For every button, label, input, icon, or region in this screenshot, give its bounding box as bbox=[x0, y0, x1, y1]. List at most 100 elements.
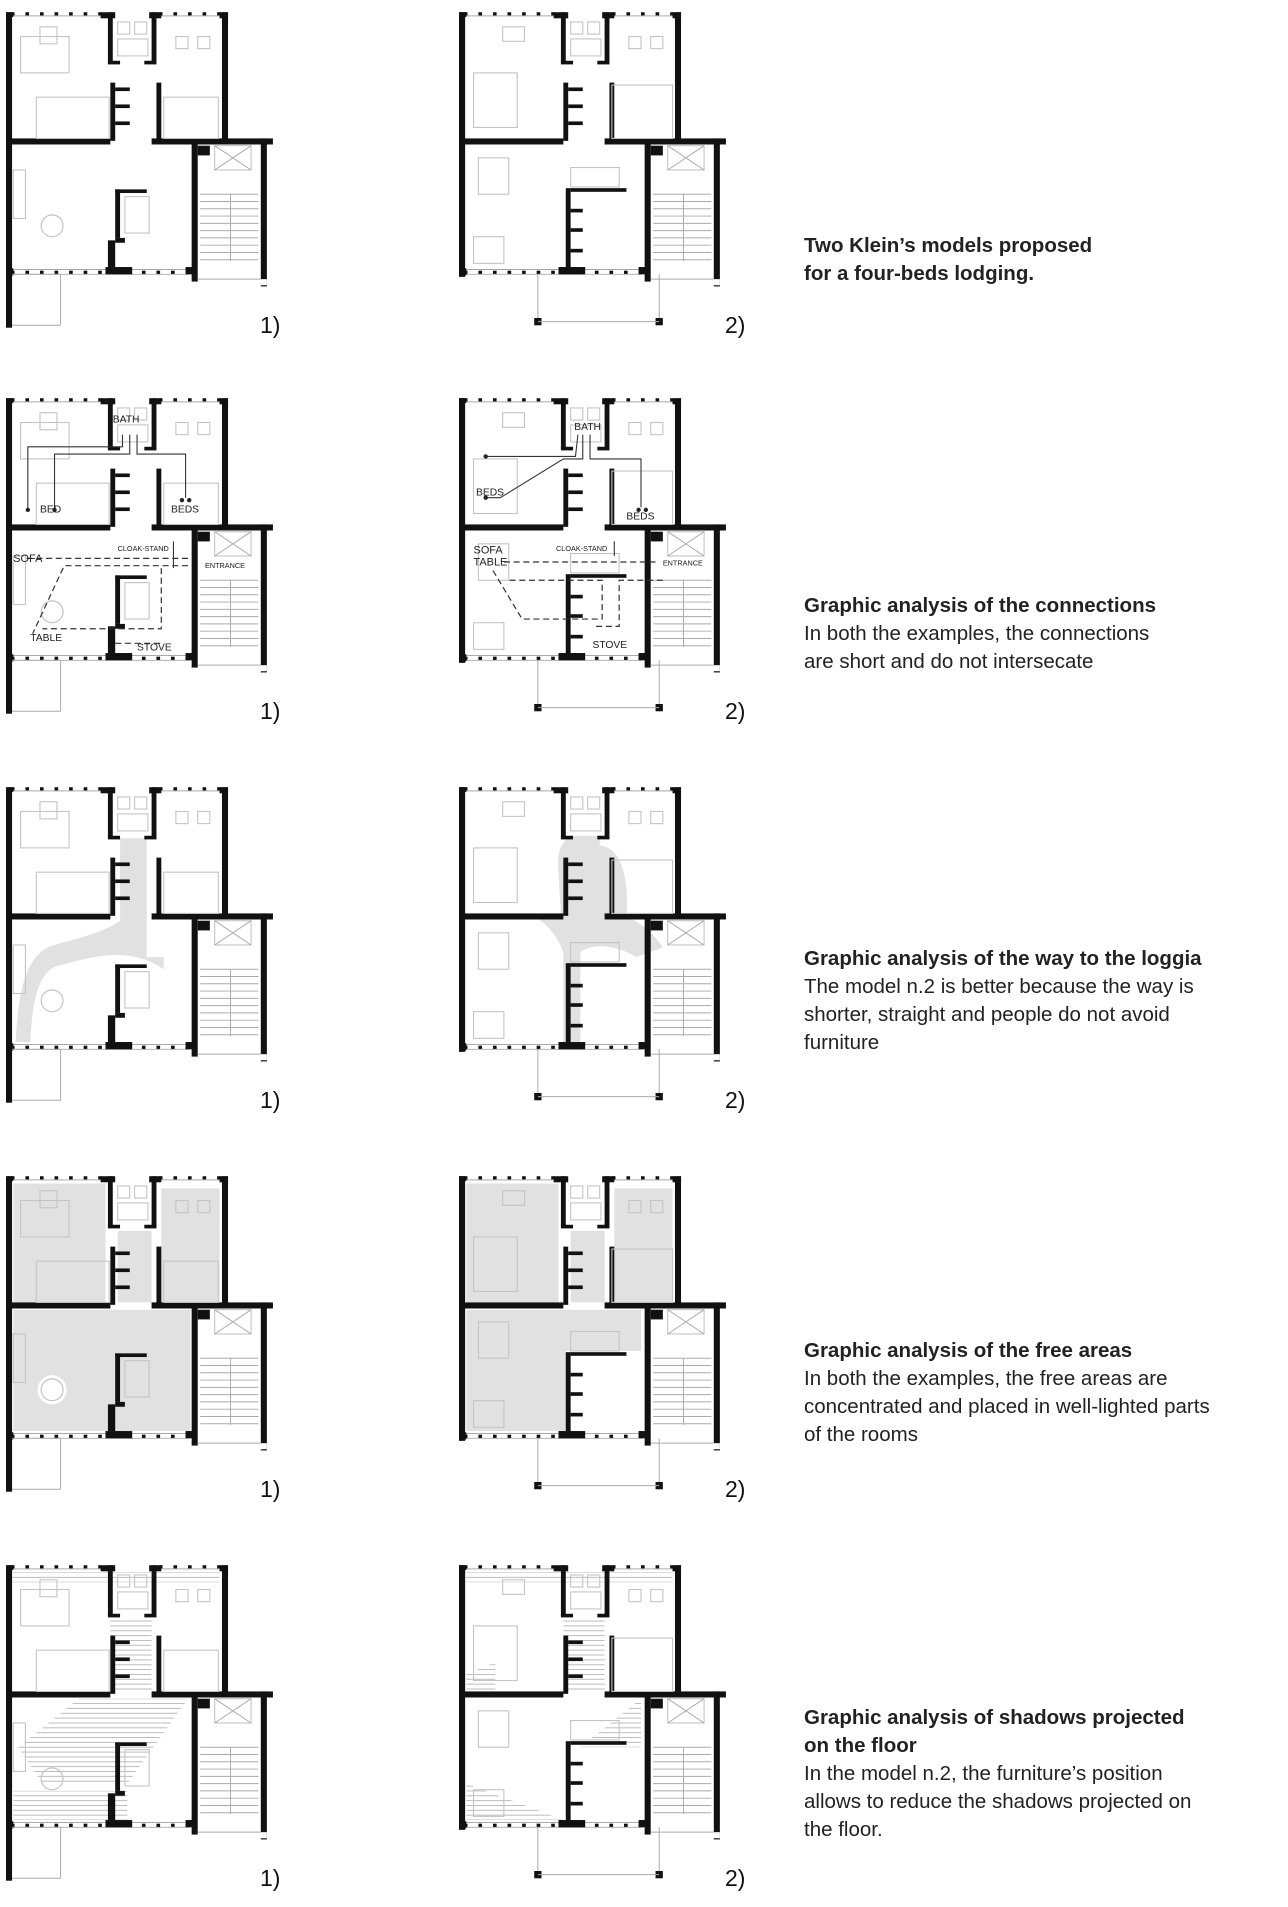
room-label: ENTRANCE bbox=[663, 559, 703, 568]
caption-title: Graphic analysis of the free areas bbox=[804, 1339, 1133, 1362]
caption-title: Graphic analysis of the way to the loggi… bbox=[804, 947, 1202, 970]
floor-plan-svg bbox=[6, 1563, 273, 1881]
furniture bbox=[587, 1574, 601, 1588]
furniture bbox=[20, 35, 70, 74]
window-mullion bbox=[156, 656, 161, 661]
wall bbox=[597, 60, 610, 65]
wall bbox=[191, 138, 198, 282]
furniture bbox=[117, 424, 149, 443]
wall bbox=[644, 1302, 651, 1446]
window-mullion bbox=[69, 1045, 73, 1050]
furniture bbox=[20, 810, 70, 849]
wall bbox=[604, 1176, 610, 1228]
wall bbox=[107, 398, 113, 450]
plan-number-1: 1) bbox=[260, 312, 281, 338]
connection-path bbox=[492, 570, 603, 620]
furniture bbox=[473, 847, 518, 904]
room-label: BEDS bbox=[626, 512, 654, 523]
window-mullion bbox=[54, 787, 59, 791]
furniture bbox=[117, 813, 149, 832]
plan-number-2: 2) bbox=[725, 1476, 746, 1502]
furniture bbox=[197, 35, 211, 50]
wall bbox=[568, 1285, 583, 1290]
wall bbox=[713, 1302, 720, 1451]
window-mullion bbox=[217, 1565, 221, 1569]
window-mullion bbox=[641, 787, 645, 791]
window-mullion bbox=[522, 656, 526, 661]
wall bbox=[151, 524, 273, 531]
wall bbox=[110, 1246, 116, 1305]
window-mullion bbox=[188, 398, 192, 402]
wall bbox=[221, 787, 229, 919]
wall bbox=[604, 913, 726, 920]
wall bbox=[151, 1302, 273, 1309]
room-label: STOVE bbox=[137, 643, 172, 654]
wall bbox=[197, 920, 210, 931]
window-mullion bbox=[507, 1176, 512, 1180]
furniture bbox=[667, 1309, 705, 1335]
wall bbox=[185, 267, 196, 275]
window-mullion bbox=[626, 1176, 631, 1180]
wall bbox=[6, 1302, 111, 1309]
room-label: BEDS bbox=[171, 504, 199, 515]
connection-path bbox=[136, 434, 187, 498]
furniture bbox=[570, 38, 602, 57]
wall bbox=[197, 145, 210, 156]
wall bbox=[105, 1431, 133, 1439]
furniture bbox=[650, 1199, 664, 1214]
wall bbox=[565, 574, 571, 660]
window-mullion bbox=[536, 12, 541, 16]
wall bbox=[115, 1285, 130, 1290]
wall bbox=[115, 1742, 121, 1791]
stair-line bbox=[214, 145, 252, 171]
window-mullion bbox=[54, 1176, 59, 1180]
wall bbox=[570, 1801, 583, 1806]
wall bbox=[568, 87, 583, 92]
wall bbox=[115, 964, 121, 1013]
window-mullion bbox=[594, 1045, 599, 1050]
wall bbox=[107, 12, 113, 64]
furniture bbox=[197, 1199, 211, 1214]
window-mullion bbox=[83, 1434, 88, 1439]
wall bbox=[638, 1820, 649, 1828]
window-mullion bbox=[624, 270, 628, 275]
window-mullion bbox=[171, 1823, 175, 1828]
furniture bbox=[12, 1722, 26, 1773]
window-mullion bbox=[507, 270, 512, 275]
wall bbox=[191, 1302, 198, 1446]
window-mullion bbox=[624, 1823, 628, 1828]
furniture bbox=[570, 1591, 602, 1610]
furniture bbox=[473, 236, 505, 264]
wall bbox=[568, 473, 583, 478]
free-area bbox=[13, 1183, 220, 1432]
wall bbox=[156, 82, 162, 144]
wall bbox=[6, 1176, 13, 1492]
window-mullion bbox=[507, 787, 512, 791]
room-label: CLOAK-STAND bbox=[118, 544, 169, 553]
furniture bbox=[628, 35, 642, 50]
window-mullion bbox=[492, 656, 497, 661]
wall bbox=[570, 574, 627, 578]
window-mullion bbox=[156, 270, 161, 275]
wall bbox=[107, 1793, 116, 1821]
wall bbox=[568, 1251, 583, 1256]
wall bbox=[6, 12, 13, 328]
wall bbox=[110, 1635, 116, 1694]
window-mullion bbox=[39, 398, 44, 402]
furniture bbox=[611, 84, 674, 139]
furniture bbox=[473, 1236, 518, 1293]
wall bbox=[115, 490, 130, 495]
furniture bbox=[163, 1260, 219, 1303]
wall bbox=[563, 857, 569, 916]
window-mullion bbox=[141, 270, 146, 275]
wall bbox=[570, 1023, 583, 1028]
window-mullion bbox=[202, 1176, 207, 1180]
wall bbox=[560, 835, 574, 840]
window-mullion bbox=[141, 1045, 146, 1050]
furniture bbox=[570, 796, 584, 810]
window-mullion bbox=[83, 270, 88, 275]
window-mullion bbox=[507, 656, 512, 661]
window-mullion bbox=[69, 12, 73, 16]
window-mullion bbox=[594, 1434, 599, 1439]
wall bbox=[570, 1412, 583, 1417]
